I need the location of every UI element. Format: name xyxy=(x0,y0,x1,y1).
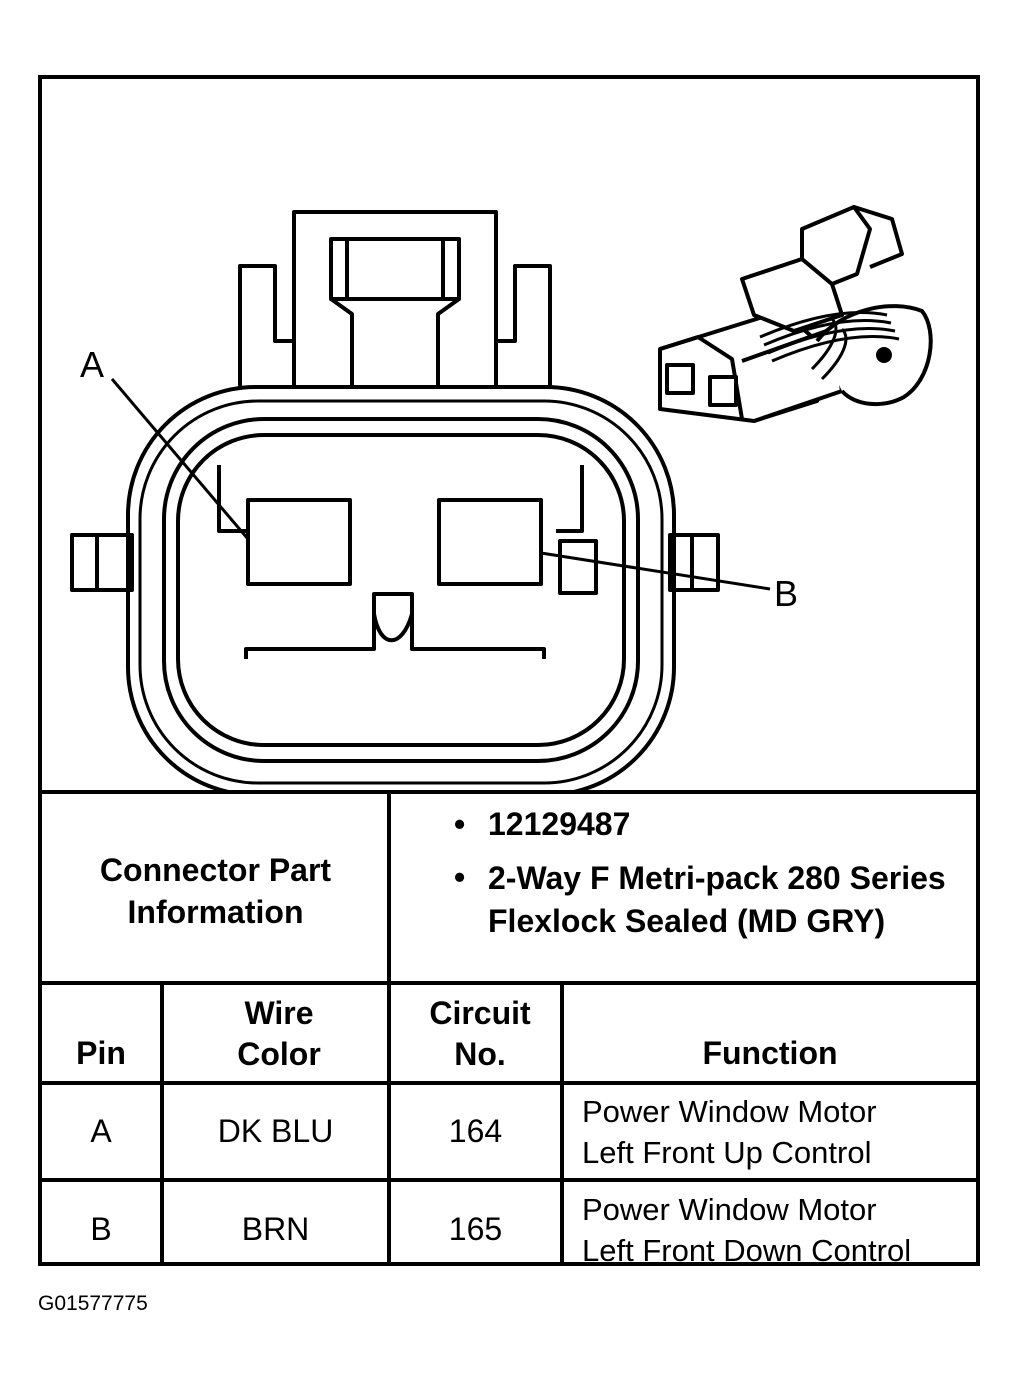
header-wire-color: Wire Color xyxy=(237,995,321,1072)
row-b-function-line-2: Left Front Down Control xyxy=(582,1233,912,1268)
leader-line-a xyxy=(110,378,250,540)
header-function: Function xyxy=(702,1035,838,1071)
pin-label-b: B xyxy=(774,573,798,614)
connector-body-inner xyxy=(162,417,640,763)
info-col-divider xyxy=(387,794,391,981)
row-a-function-line-2: Left Front Up Control xyxy=(582,1135,872,1170)
figure-id: G01577775 xyxy=(38,1292,148,1315)
row-b-function-line-1: Power Window Motor xyxy=(582,1192,877,1227)
connector-diagram: A B xyxy=(70,205,933,794)
connector-latch xyxy=(238,210,552,389)
row-b-wire-color: BRN xyxy=(241,1211,310,1247)
connector-body-outer xyxy=(126,385,676,794)
row-a-function-line-1: Power Window Motor xyxy=(582,1094,877,1129)
connector-3d-view xyxy=(658,205,933,423)
col-divider-3 xyxy=(560,985,564,1266)
col-divider-1 xyxy=(160,985,164,1266)
col-divider-2 xyxy=(387,985,391,1266)
bullet-dot-1: • xyxy=(454,806,466,842)
info-divider xyxy=(42,981,976,985)
header-divider xyxy=(42,1081,976,1085)
row-a-circuit-no: 164 xyxy=(448,1113,503,1149)
left-ear xyxy=(70,533,134,592)
pin-label-a: A xyxy=(80,344,104,385)
part-number: 12129487 xyxy=(488,806,631,842)
pin-b-cavity xyxy=(437,498,543,586)
row-divider xyxy=(42,1178,976,1182)
row-a-pin: A xyxy=(90,1113,112,1149)
connector-info-label: Connector Part Information xyxy=(99,852,332,930)
leader-line-b xyxy=(540,551,771,591)
table-top-rule xyxy=(42,790,976,794)
bottom-key xyxy=(244,592,546,659)
bullet-dot-2: • xyxy=(454,859,466,895)
header-circuit-no: Circuit No. xyxy=(429,995,531,1072)
figure-frame: A B Connector Part Information • 1212948… xyxy=(38,75,980,1268)
row-b-circuit-no: 165 xyxy=(448,1211,503,1247)
header-pin: Pin xyxy=(76,1035,126,1071)
pin-a-cavity xyxy=(246,498,352,586)
connector-description: 2-Way F Metri-pack 280 Series Flexlock S… xyxy=(488,860,946,939)
row-a-wire-color: DK BLU xyxy=(217,1113,334,1149)
row-b-pin: B xyxy=(90,1211,112,1247)
